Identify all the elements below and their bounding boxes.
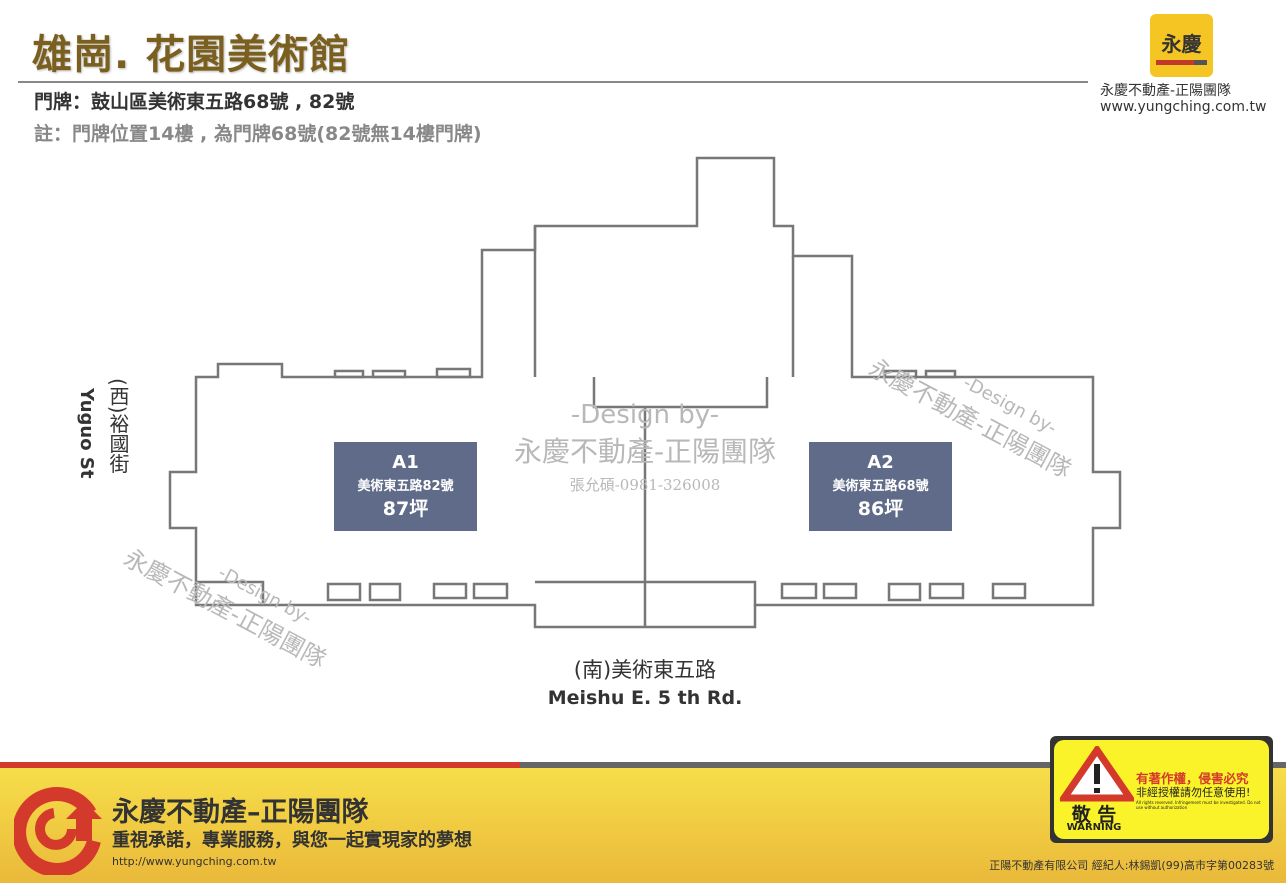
copyright-warning: 敬 告 WARNING 有著作權，侵害必究 非經授權請勿任意使用! All ri… (1050, 736, 1273, 843)
west-road-label: (西)裕國街 (106, 378, 130, 474)
footer-license: 正陽不動產有限公司 經紀人:林錫凱(99)高市字第00283號 (989, 859, 1274, 872)
brand-name: 永慶不動產-正陽團隊 (1100, 83, 1232, 99)
west-road-en: Yuguo St (76, 388, 97, 479)
address-note: 註：門牌位置14樓 , 為門牌68號(82號無14樓門牌) (34, 123, 482, 145)
inner-wall (196, 226, 795, 627)
footer-slogan: 重視承諾，專業服務，與您一起實現家的夢想 (112, 830, 472, 851)
brand-logo: 永慶 (1150, 14, 1213, 77)
warning-triangle-icon (1060, 746, 1134, 802)
south-road-en: Meishu E. 5 th Rd. (547, 687, 743, 709)
south-road-label: (南)美術東五路 (573, 658, 717, 682)
footer-url[interactable]: http://www.yungching.com.tw (112, 855, 277, 868)
footer-gray-bar (520, 762, 1286, 768)
page-title: 雄崗. 花園美術館 (32, 32, 351, 78)
yungching-logo-icon (14, 787, 102, 875)
watermark-center: -Design by- 永慶不動產-正陽團隊 張允碩-0981-326008 (513, 400, 777, 494)
address: 門牌：鼓山區美術東五路68號 , 82號 (34, 91, 355, 113)
brand-url: www.yungching.com.tw (1100, 99, 1267, 115)
building-outline (168, 156, 1122, 629)
footer-red-bar (0, 762, 520, 768)
windows (326, 367, 1027, 602)
footer-team: 永慶不動產–正陽團隊 (112, 797, 369, 828)
divider (18, 81, 1088, 83)
